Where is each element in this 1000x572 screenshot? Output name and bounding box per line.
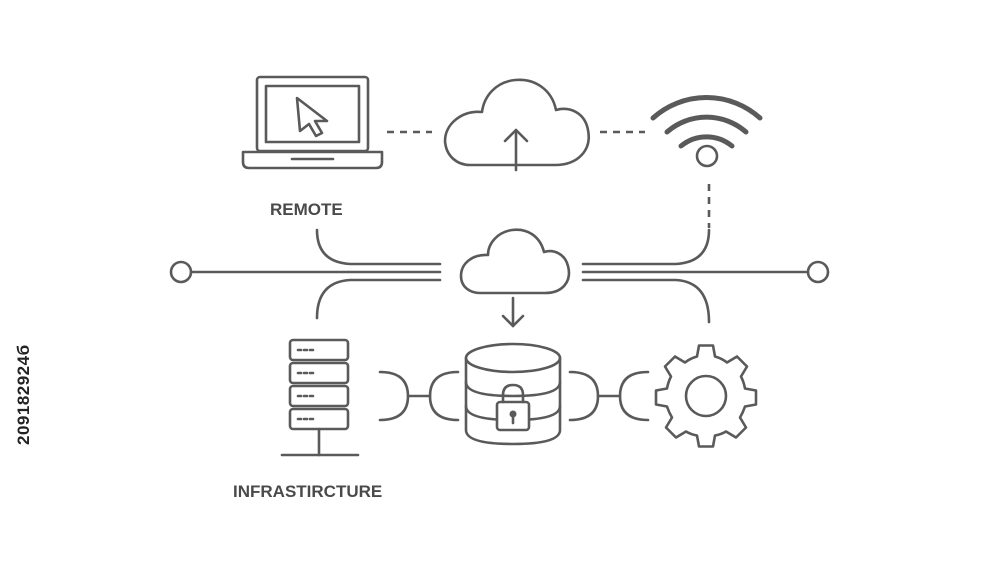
socket-connector-left [378,370,460,422]
socket-connector-right [568,370,650,422]
cloud-icon [459,228,571,295]
gear-icon [654,344,758,448]
server-rack-icon [280,338,360,457]
laptop-icon [241,75,384,170]
remote-label: REMOTE [270,200,343,219]
right-bus-lines [581,228,830,324]
cursor-icon [295,96,329,138]
stock-id-text: 209182924б [14,344,33,445]
wifi-icon [650,94,763,168]
cloud-upload-icon [443,78,590,172]
database-lock-icon [464,342,562,446]
left-bus-lines [169,228,442,320]
download-arrow-icon [501,296,525,328]
infrastructure-label: INFRASTIRCTURE [233,482,382,501]
